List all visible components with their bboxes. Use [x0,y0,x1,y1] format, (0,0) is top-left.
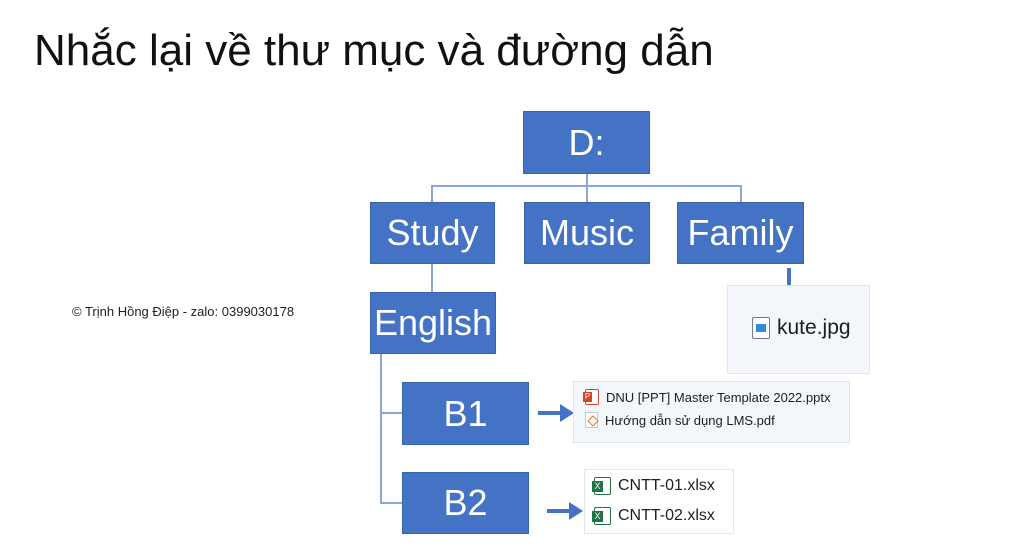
b2-file-item[interactable]: CNTT-01.xlsx [592,477,715,495]
arrow-b1-right [538,404,574,422]
node-study: Study [370,202,495,264]
connector-study-english [431,264,433,292]
node-english: English [370,292,496,354]
file-name: kute.jpg [777,316,851,339]
file-name: DNU [PPT] Master Template 2022.pptx [606,389,831,405]
connector-root-down [586,174,588,186]
file-name: Hướng dẫn sử dụng LMS.pdf [605,412,775,428]
image-file-icon [752,317,770,339]
connector-family [740,185,742,202]
file-name: CNTT-01.xlsx [618,477,715,494]
b2-file-item[interactable]: CNTT-02.xlsx [592,507,715,525]
powerpoint-file-icon [583,389,599,405]
arrow-b2-right [547,502,583,520]
connector-english-trunk [380,354,382,503]
node-music: Music [524,202,650,264]
connector-b1 [380,412,402,414]
excel-file-icon [592,507,611,525]
copyright-note: © Trịnh Hồng Điệp - zalo: 0399030178 [72,304,295,319]
connector-b2 [380,502,402,504]
slide-title: Nhắc lại về thư mục và đường dẫn [34,26,714,75]
node-b1: B1 [402,382,529,445]
family-file-item[interactable]: kute.jpg [752,316,851,340]
b1-file-item[interactable]: Hướng dẫn sử dụng LMS.pdf [585,412,775,428]
connector-music [586,185,588,202]
pdf-file-icon [585,412,598,428]
node-family: Family [677,202,804,264]
connector-study [431,185,433,202]
family-files-panel [727,285,870,374]
b1-file-item[interactable]: DNU [PPT] Master Template 2022.pptx [583,389,831,405]
node-b2: B2 [402,472,529,534]
b1-files-panel [573,381,850,443]
excel-file-icon [592,477,611,495]
file-name: CNTT-02.xlsx [618,507,715,524]
node-root: D: [523,111,650,174]
